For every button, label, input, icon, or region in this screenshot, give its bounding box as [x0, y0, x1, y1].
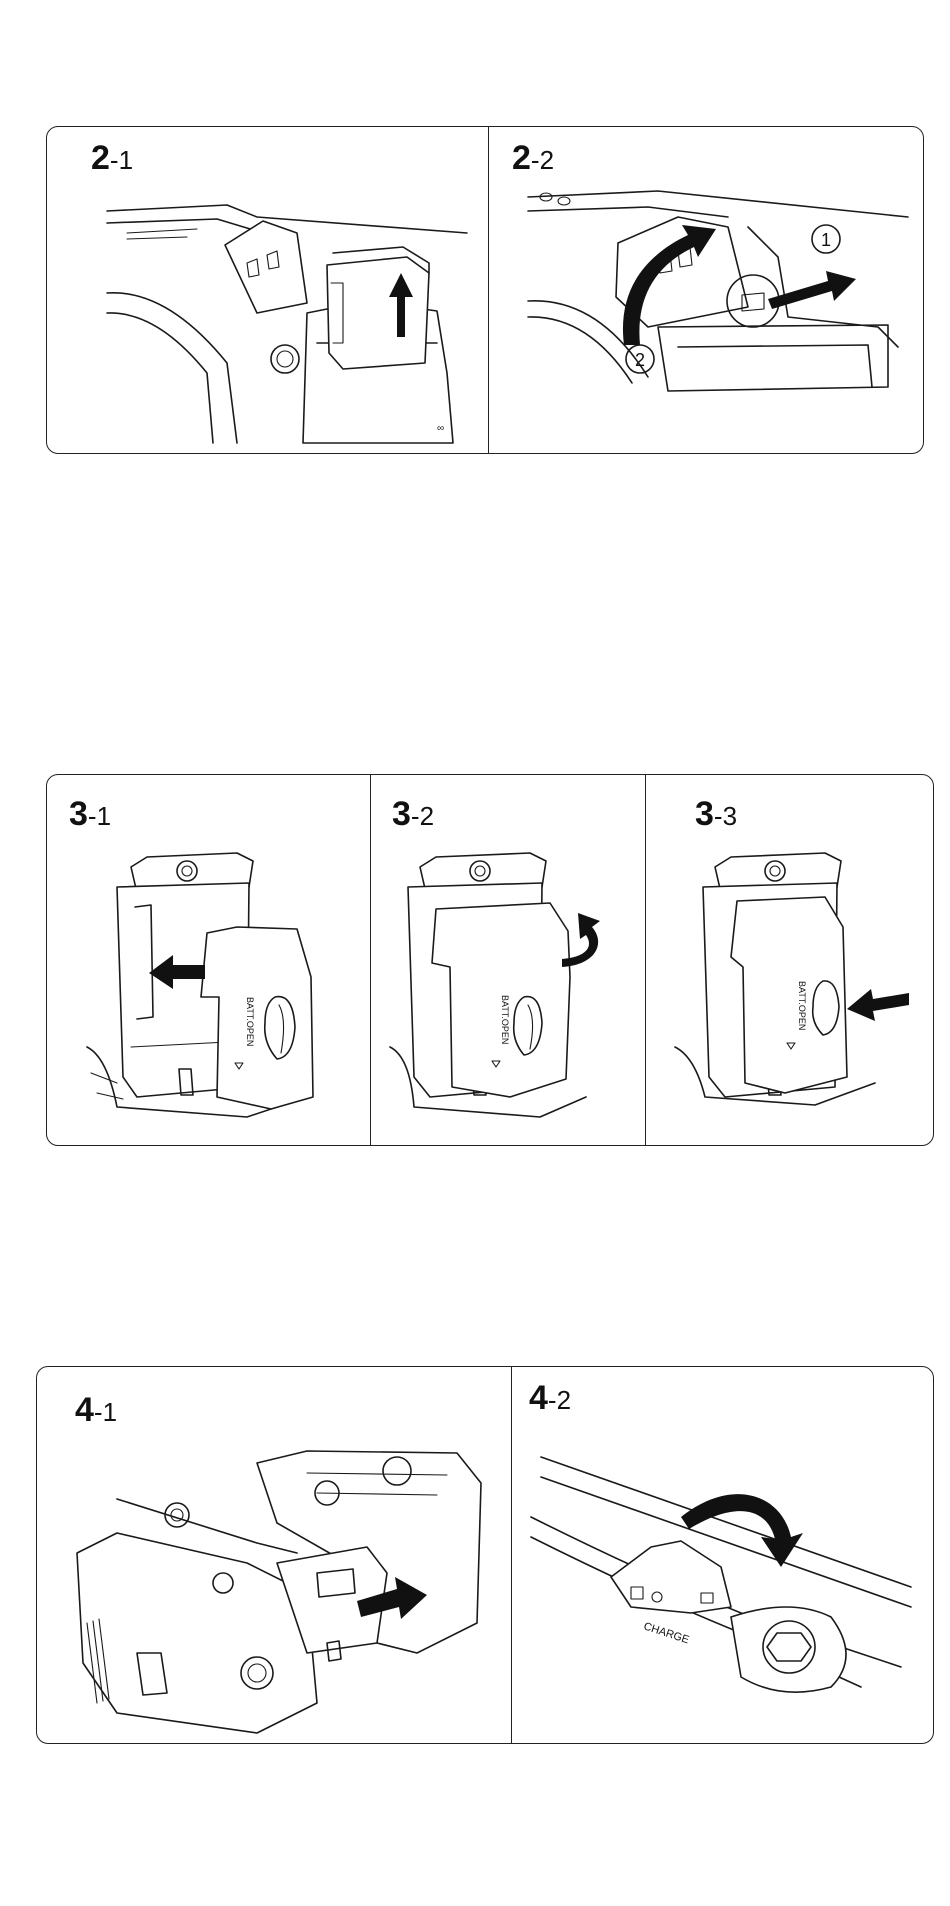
batt-open-label: BATT.OPEN [797, 981, 807, 1030]
step-2-panel: 2-1 ∞ [46, 126, 924, 454]
charge-label: CHARGE [642, 1620, 690, 1646]
step-sub: -1 [94, 1397, 117, 1427]
batt-open-label: BATT.OPEN [500, 995, 510, 1044]
door-insert-illustration: BATT.OPEN [87, 847, 357, 1137]
step-sub: -1 [88, 801, 111, 831]
step-number: 4 [529, 1379, 548, 1417]
step-4-1-cell: 4-1 [37, 1367, 511, 1743]
step-number: 4 [75, 1391, 94, 1429]
step-3-3-label: 3-3 [695, 795, 737, 834]
step-number: 2 [512, 139, 531, 177]
step-4-2-cell: 4-2 CHARGE [511, 1367, 935, 1743]
step-3-1-label: 3-1 [69, 795, 111, 834]
step-number: 3 [69, 795, 88, 833]
door-close-illustration: BATT.OPEN [675, 847, 925, 1137]
door-rotate-illustration: BATT.OPEN [390, 847, 640, 1137]
step-2-1-cell: 2-1 ∞ [47, 127, 488, 453]
step-sub: -3 [714, 801, 737, 831]
grip-attach-illustration [77, 1443, 497, 1733]
step-4-2-label: 4-2 [529, 1379, 571, 1418]
step-sub: -2 [531, 145, 554, 175]
step-4-panel: 4-1 4-2 [36, 1366, 934, 1744]
step-3-2-cell: 3-2 BATT.OPEN [370, 775, 645, 1145]
step-3-3-cell: 3-3 BATT.OPEN [645, 775, 935, 1145]
battery-door-release-illustration: 1 2 [528, 187, 908, 447]
lock-screw-illustration: CHARGE [531, 1437, 931, 1717]
step-3-1-cell: 3-1 BATT.OPEN [47, 775, 370, 1145]
step-sub: -2 [548, 1385, 571, 1415]
marker-1: 1 [821, 230, 831, 250]
batt-open-label: BATT.OPEN [245, 997, 255, 1046]
step-2-2-label: 2-2 [512, 139, 554, 178]
step-number: 3 [392, 795, 411, 833]
step-2-2-cell: 2-2 1 2 [488, 127, 925, 453]
step-sub: -1 [110, 145, 133, 175]
battery-removal-illustration: ∞ [107, 193, 467, 443]
step-number: 3 [695, 795, 714, 833]
step-2-1-label: 2-1 [91, 139, 133, 178]
infinity-mark: ∞ [437, 423, 444, 434]
step-sub: -2 [411, 801, 434, 831]
step-number: 2 [91, 139, 110, 177]
marker-2: 2 [635, 350, 645, 370]
step-3-2-label: 3-2 [392, 795, 434, 834]
step-3-panel: 3-1 BATT.OPEN 3-2 [46, 774, 934, 1146]
step-4-1-label: 4-1 [75, 1391, 117, 1430]
